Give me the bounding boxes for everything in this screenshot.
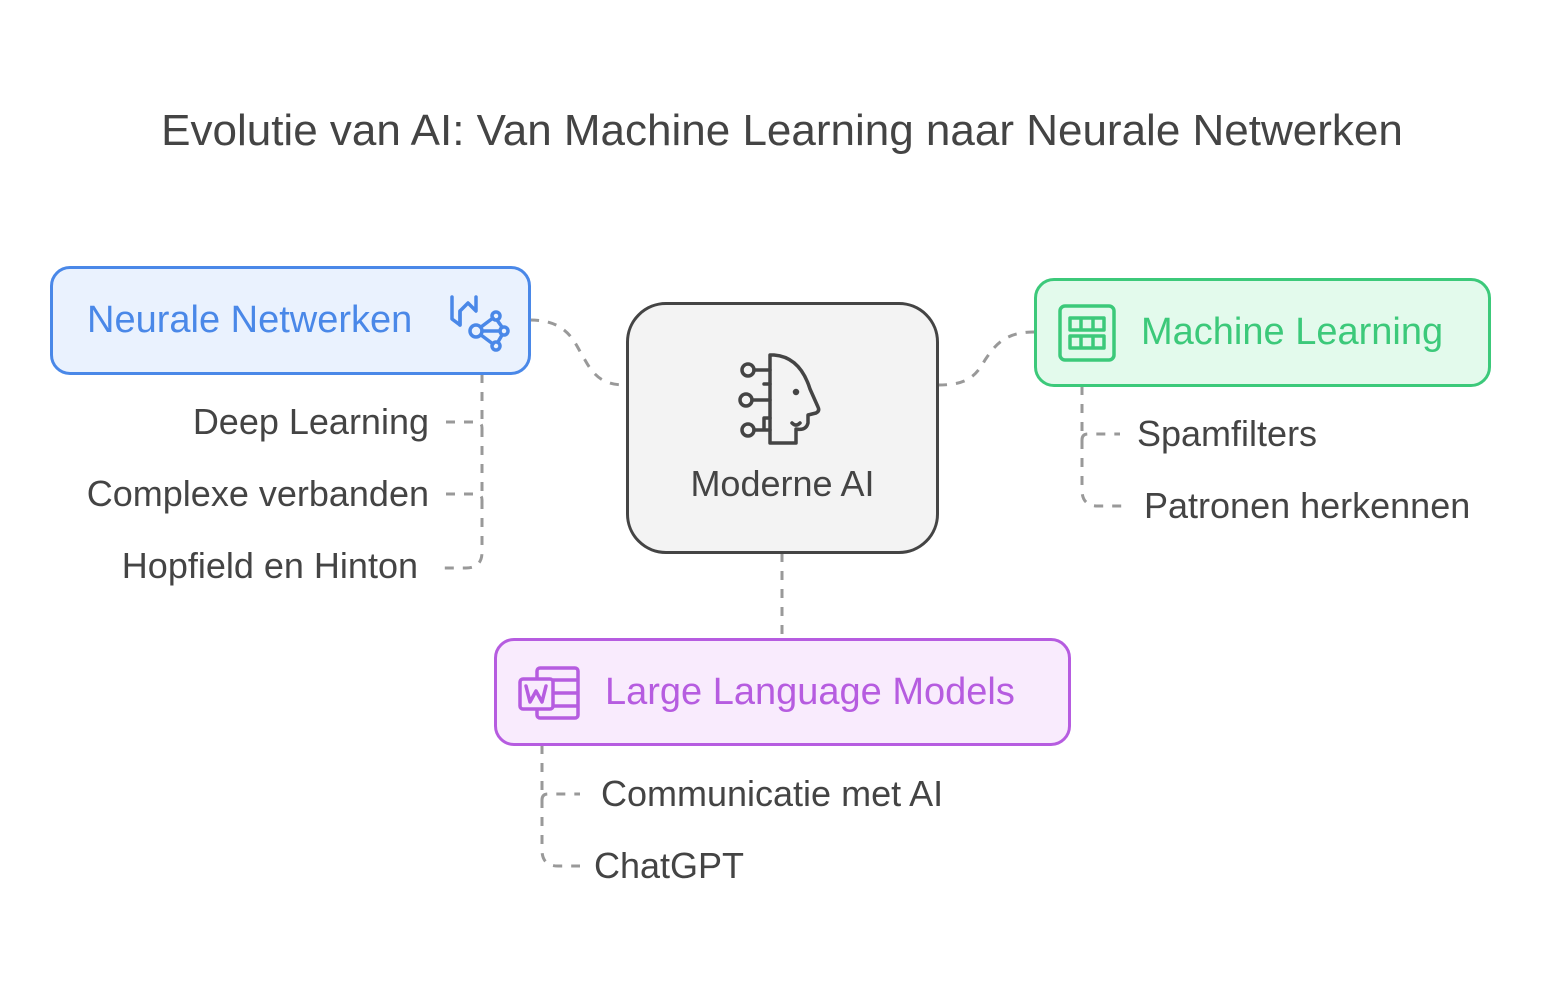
leaf-deep-learning: Deep Learning [192,401,429,442]
neural-network-icon [450,295,510,352]
leaf-spamfilters: Spamfilters [1137,413,1318,454]
leaf-hopfield-en-hinton: Hopfield en Hinton [121,545,418,586]
node-moderne-ai[interactable]: Moderne AI [626,302,939,554]
leaf-chatgpt: ChatGPT [594,845,745,886]
node-label: Large Language Models [605,671,1015,713]
ai-head-icon [738,353,821,445]
node-label: Machine Learning [1141,311,1444,353]
node-label: Moderne AI [690,463,875,504]
connector-neural-children [444,374,484,570]
word-document-icon [518,666,580,720]
connector-neural-leaf1 [446,420,484,429]
leaf-patronen-herkennen: Patronen herkennen [1144,485,1471,526]
node-label: Neurale Netwerken [87,299,413,341]
connector-center-ml [937,330,1035,387]
connector-ml-children [1080,386,1122,508]
node-large-language-models[interactable]: Large Language Models [494,638,1071,746]
leaf-complexe-verbanden: Complexe verbanden [86,473,429,514]
node-neurale-netwerken[interactable]: Neurale Netwerken [50,266,531,375]
connector-llm-leaf1 [540,792,580,801]
connector-ml-leaf1 [1080,432,1120,441]
grid-table-icon [1058,304,1116,362]
connector-neural-center [529,318,627,387]
node-machine-learning[interactable]: Machine Learning [1034,278,1491,387]
connector-llm-children [540,745,580,868]
connector-neural-leaf2 [446,492,484,501]
diagram-title: Evolutie van AI: Van Machine Learning na… [161,106,1403,155]
leaf-communicatie-met-ai: Communicatie met AI [601,773,944,814]
